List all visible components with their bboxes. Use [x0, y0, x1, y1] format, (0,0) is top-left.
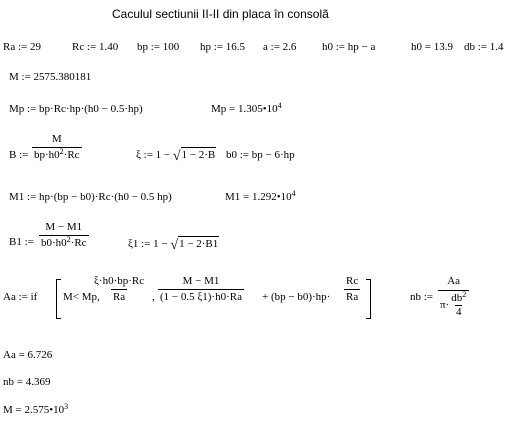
param-db: db := 1.4 — [464, 41, 504, 53]
b1-denominator: b0·h02·Rc — [39, 235, 89, 249]
nb-fraction: Aa π· db2 4 — [438, 276, 470, 318]
param-h0-val: h0 = 13.9 — [411, 41, 453, 53]
b-numerator: M — [51, 133, 62, 145]
param-h0-def: h0 := hp − a — [322, 41, 376, 53]
aa-comma: , — [152, 291, 155, 303]
aa-label: Aa := if — [3, 291, 38, 303]
mp-result: Mp = 1.305•104 — [211, 101, 282, 115]
b1-numerator: M − M1 — [45, 221, 83, 233]
b1-label: B1 := — [9, 236, 34, 248]
b0-definition: b0 := bp − 6·hp — [226, 149, 295, 161]
xi-formula: ξ := 1 − √1 − 2·B — [136, 147, 217, 164]
b1-fraction: M − M1 b0·h02·Rc — [39, 222, 89, 249]
param-bp: bp := 100 — [137, 41, 180, 53]
aa-result: Aa = 6.726 — [3, 349, 53, 361]
aa-fraction-1: ξ·h0·bp·Rc Ra — [94, 275, 145, 303]
aa-plus-term: + (bp − b0)·hp· — [262, 291, 331, 303]
m-definition: M := 2575.380181 — [9, 71, 92, 83]
aa-fraction-2: M − M1 (1 − 0.5 ξ1)·h0·Ra — [158, 275, 244, 303]
b-fraction: M bp·h02·Rc — [32, 134, 82, 161]
sqrt-symbol: √1 − 2·B — [172, 147, 217, 164]
mp-definition: Mp := bp·Rc·hp·(h0 − 0.5·hp) — [9, 103, 143, 115]
param-hp: hp := 16.5 — [200, 41, 246, 53]
param-a: a := 2.6 — [263, 41, 297, 53]
page-title: Caculul sectiunii II-II din placa în con… — [112, 7, 329, 21]
sqrt-symbol: √1 − 2·B1 — [170, 236, 220, 253]
b-denominator: bp·h02·Rc — [32, 147, 82, 161]
m1-definition: M1 := hp·(bp − b0)·Rc·(h0 − 0.5 hp) — [9, 191, 172, 203]
m1-result-exponent: 4 — [291, 189, 296, 198]
nb-result: nb = 4.369 — [3, 376, 51, 388]
nb-label: nb := — [410, 291, 434, 303]
left-bracket — [56, 279, 61, 319]
param-ra: Ra := 29 — [3, 41, 41, 53]
b-label: B := — [9, 149, 29, 161]
nb-denominator: π· db2 4 — [438, 290, 470, 318]
param-rc: Rc := 1.40 — [72, 41, 119, 53]
m1-result: M1 = 1.292•104 — [225, 189, 296, 203]
aa-condition: M< Mp, — [63, 291, 100, 303]
m-result-exponent: 3 — [64, 402, 69, 411]
m-result: M = 2.575•103 — [3, 402, 69, 416]
aa-fraction-3: Rc Ra — [344, 275, 361, 303]
mp-result-exponent: 4 — [277, 101, 282, 110]
xi1-formula: ξ1 := 1 − √1 − 2·B1 — [128, 236, 220, 253]
right-bracket — [366, 279, 371, 319]
